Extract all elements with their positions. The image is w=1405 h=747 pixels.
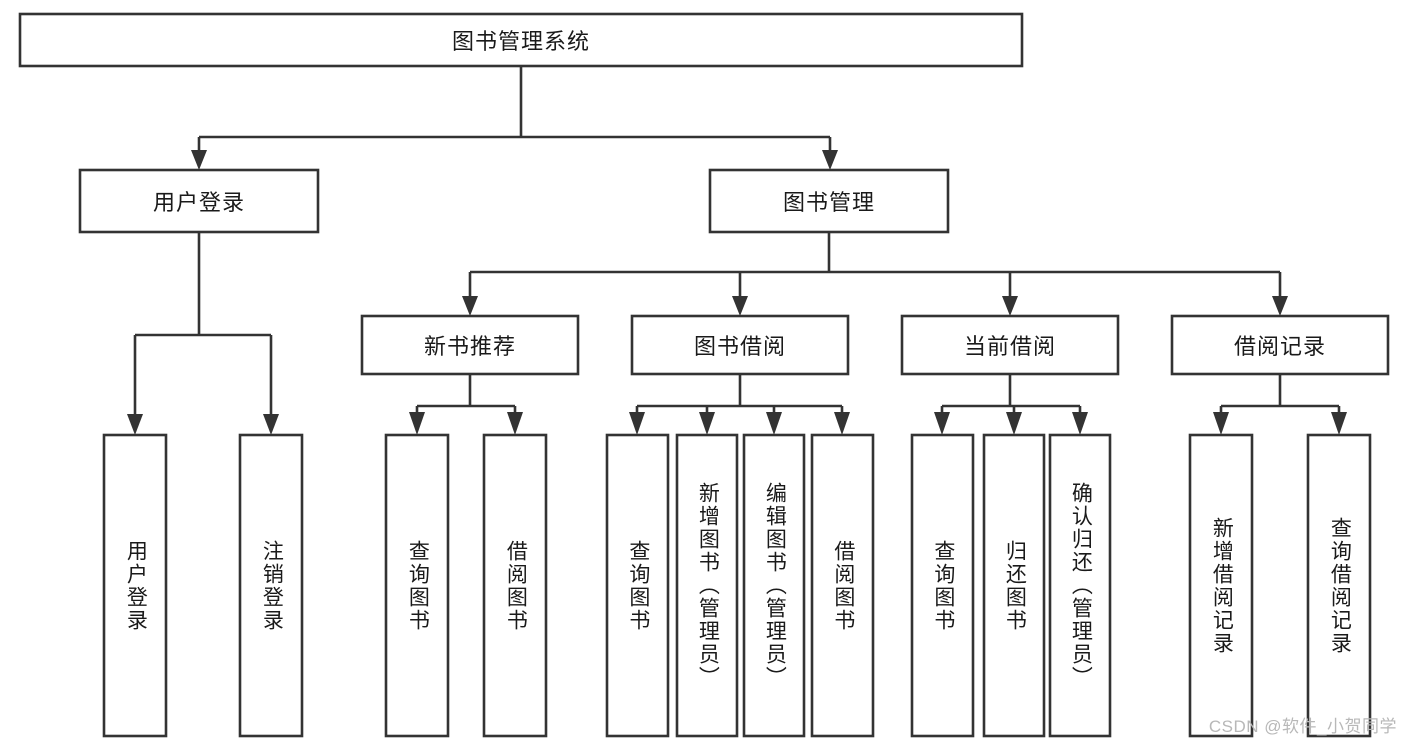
arrow-head-icon bbox=[1331, 412, 1347, 435]
arrow-head-icon bbox=[263, 414, 279, 435]
node-box-root[interactable] bbox=[18, 12, 1024, 68]
csdn-watermark: CSDN @软件_小贺同学 bbox=[1208, 717, 1397, 736]
node-box-leaf-user-logout[interactable] bbox=[238, 433, 304, 738]
connector-borrow-record-to-leaves bbox=[1213, 374, 1347, 435]
node-box-leaf-query-record[interactable] bbox=[1306, 433, 1372, 738]
arrow-head-icon bbox=[462, 296, 478, 316]
arrow-head-icon bbox=[822, 150, 838, 170]
arrow-head-icon bbox=[1072, 412, 1088, 435]
arrow-head-icon bbox=[934, 412, 950, 435]
node-box-leaf-confirm-return[interactable] bbox=[1048, 433, 1112, 738]
arrow-head-icon bbox=[1213, 412, 1229, 435]
arrow-head-icon bbox=[732, 296, 748, 316]
arrow-head-icon bbox=[191, 150, 207, 170]
node-box-leaf-edit-book[interactable] bbox=[742, 433, 806, 738]
node-box-leaf-query-book-1[interactable] bbox=[384, 433, 450, 738]
node-box-leaf-borrow-book-1[interactable] bbox=[482, 433, 548, 738]
node-box-leaf-add-book[interactable] bbox=[675, 433, 739, 738]
arrow-head-icon bbox=[1272, 296, 1288, 316]
node-box-leaf-add-record[interactable] bbox=[1188, 433, 1254, 738]
node-box-book-borrow[interactable] bbox=[630, 314, 850, 376]
node-box-user-login[interactable] bbox=[78, 168, 320, 234]
connector-book-borrow-to-leaves bbox=[629, 374, 850, 435]
connector-root-to-level1 bbox=[191, 66, 838, 170]
node-box-book-manage[interactable] bbox=[708, 168, 950, 234]
arrow-head-icon bbox=[507, 412, 523, 435]
arrow-head-icon bbox=[1006, 412, 1022, 435]
connector-new-book-rec-to-leaves bbox=[409, 374, 523, 435]
arrow-head-icon bbox=[834, 412, 850, 435]
node-box-leaf-query-book-2[interactable] bbox=[605, 433, 670, 738]
node-box-leaf-query-book-3[interactable] bbox=[910, 433, 975, 738]
connector-current-borrow-to-leaves bbox=[934, 374, 1088, 435]
node-box-leaf-borrow-book-2[interactable] bbox=[810, 433, 875, 738]
node-box-borrow-record[interactable] bbox=[1170, 314, 1390, 376]
node-box-current-borrow[interactable] bbox=[900, 314, 1120, 376]
arrow-head-icon bbox=[766, 412, 782, 435]
arrow-head-icon bbox=[629, 412, 645, 435]
connector-book-manage-to-level2 bbox=[462, 232, 1288, 316]
node-box-leaf-user-login[interactable] bbox=[102, 433, 168, 738]
arrow-head-icon bbox=[127, 414, 143, 435]
node-box-new-book-rec[interactable] bbox=[360, 314, 580, 376]
arrow-head-icon bbox=[1002, 296, 1018, 316]
arrow-head-icon bbox=[699, 412, 715, 435]
connector-user-login-to-leaves bbox=[127, 232, 279, 435]
arrow-head-icon bbox=[409, 412, 425, 435]
node-box-leaf-return-book[interactable] bbox=[982, 433, 1046, 738]
